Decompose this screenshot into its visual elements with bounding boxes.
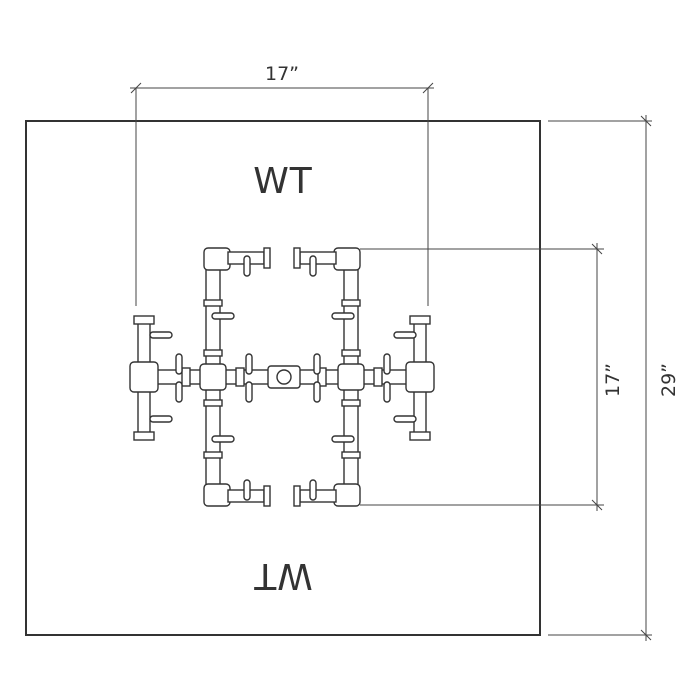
burner-pipe-assembly [129, 247, 435, 507]
label-bottom-group: WT [253, 555, 313, 596]
dimension-top-label: 17” [265, 63, 299, 85]
dimension-inner-label: 17” [602, 363, 624, 397]
dimension-inner-height: 17” [360, 243, 624, 511]
dimension-top: 17” [130, 63, 434, 306]
label-top: WT [253, 161, 313, 202]
label-bottom: WT [253, 555, 313, 596]
dimension-overall-height: 29” [548, 115, 680, 641]
dimension-overall-label: 29” [658, 363, 680, 397]
pan-outline [25, 120, 541, 636]
